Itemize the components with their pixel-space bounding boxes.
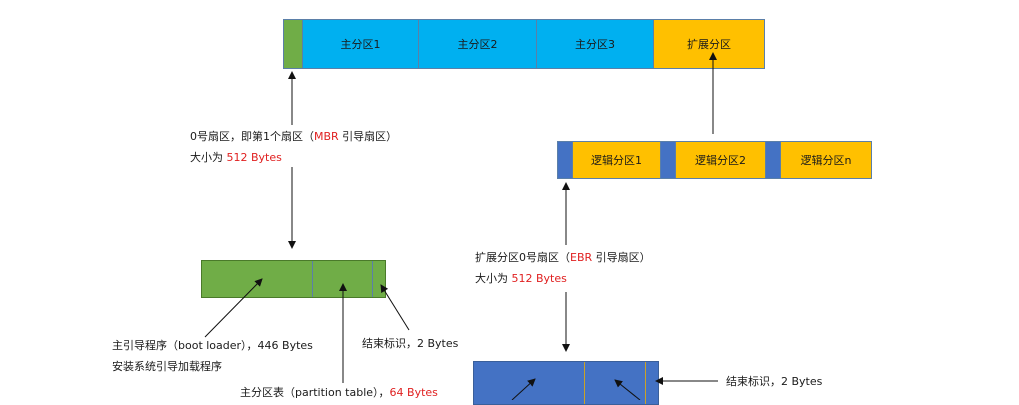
logical-partition-n: 逻辑分区n	[781, 142, 871, 178]
primary-partition-1-label: 主分区1	[340, 38, 381, 51]
primary-partition-2: 主分区2	[419, 20, 537, 68]
end-mark-label: 结束标识，2 Bytes	[362, 337, 458, 351]
ebr-note-line2: 大小为 512 Bytes	[475, 272, 567, 286]
ebr-note-text: 扩展分区0号扇区（	[475, 251, 570, 264]
partition-table-text: 主分区表（partition table），	[240, 386, 390, 399]
logical-partition-2-label: 逻辑分区2	[695, 154, 746, 167]
ebr-sector-2	[661, 142, 676, 178]
ebr-note-line1: 扩展分区0号扇区（EBR 引导扇区）	[475, 251, 651, 265]
mbr-note-text-end: 引导扇区）	[338, 130, 398, 143]
arrow-boot-loader	[204, 278, 263, 338]
ebr-end-mark-block	[646, 362, 658, 404]
boot-loader-label: 主引导程序（boot loader），446 Bytes	[112, 339, 313, 353]
ebr-sector-1	[558, 142, 573, 178]
primary-partition-3: 主分区3	[537, 20, 654, 68]
logical-partition-1: 逻辑分区1	[573, 142, 661, 178]
mbr-sector	[284, 20, 303, 68]
partition-table-size: 64 Bytes	[389, 386, 438, 399]
logical-partition-n-label: 逻辑分区n	[800, 154, 852, 167]
ebr-size-prefix: 大小为	[475, 272, 512, 285]
mbr-note-line2: 大小为 512 Bytes	[190, 151, 282, 165]
extended-partition-label: 扩展分区	[687, 38, 731, 51]
primary-partition-3-label: 主分区3	[575, 38, 615, 51]
partition-table-label: 主分区表（partition table），64 Bytes	[240, 386, 438, 400]
mbr-note-line1: 0号扇区，即第1个扇区（MBR 引导扇区）	[190, 130, 397, 144]
arrow-end-mark	[380, 284, 410, 331]
ebr-keyword: EBR	[570, 251, 593, 264]
primary-partition-1: 主分区1	[303, 20, 419, 68]
boot-loader-desc-text: 安装系统引导加载程序	[112, 360, 222, 373]
extended-partition: 扩展分区	[654, 20, 764, 68]
ebr-size-value: 512 Bytes	[511, 272, 567, 285]
boot-loader-desc: 安装系统引导加载程序	[112, 360, 222, 374]
ebr-sector-n	[766, 142, 781, 178]
logical-partition-1-label: 逻辑分区1	[591, 154, 642, 167]
boot-loader-text: 主引导程序（boot loader），446 Bytes	[112, 339, 313, 352]
ebr-note-text-end: 引导扇区）	[592, 251, 651, 264]
ebr-end-mark-text: 结束标识，2 Bytes	[726, 375, 823, 388]
arrow-ebr-code	[511, 378, 536, 400]
logical-partition-2: 逻辑分区2	[676, 142, 766, 178]
mbr-size-value: 512 Bytes	[226, 151, 282, 164]
disk-bar: 主分区1 主分区2 主分区3 扩展分区	[283, 19, 765, 69]
mbr-size-prefix: 大小为	[190, 151, 227, 164]
mbr-keyword: MBR	[314, 130, 339, 143]
primary-partition-2-label: 主分区2	[457, 38, 498, 51]
arrow-ebr-table	[614, 379, 641, 400]
end-mark-text: 结束标识，2 Bytes	[362, 337, 459, 350]
mbr-note-text: 0号扇区，即第1个扇区（	[190, 130, 314, 143]
extended-bar: 逻辑分区1 逻辑分区2 逻辑分区n	[557, 141, 872, 179]
ebr-end-mark-label: 结束标识，2 Bytes	[726, 375, 822, 389]
